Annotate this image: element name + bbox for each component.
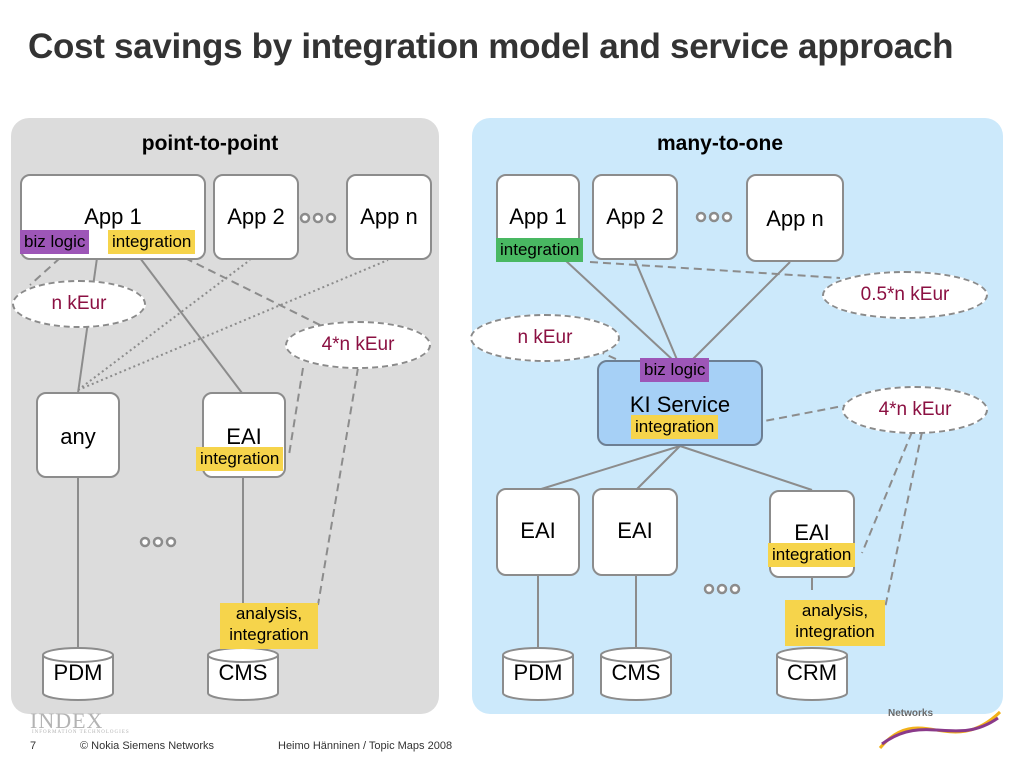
cms-db-right-icon <box>600 655 672 701</box>
dashed-bizlogic-cost <box>29 257 61 286</box>
ki-service-label: KI Service <box>629 392 731 417</box>
left-analysis-line2: integration <box>229 625 309 644</box>
dot-icon <box>165 536 177 548</box>
crm-db-right-top <box>776 647 848 663</box>
cms-db-right-top <box>600 647 672 663</box>
line-ki-eai1 <box>537 445 681 491</box>
line-ki-eai3 <box>679 445 813 491</box>
line-ki-eai2 <box>635 445 681 491</box>
right-analysis-line2: integration <box>795 622 875 641</box>
left-pdm-label: PDM <box>53 660 103 685</box>
right-analysis-tag: analysis, integration <box>785 600 885 646</box>
right-cost-n-ellipse: n kEur <box>470 314 620 362</box>
index-logo: INDEX <box>30 708 104 733</box>
right-eai3-label: EAI <box>794 520 830 545</box>
right-eai1-box: EAI <box>496 488 580 576</box>
left-eai-integration-tag: integration <box>196 447 284 471</box>
dot-icon <box>152 536 164 548</box>
dot-icon <box>139 536 151 548</box>
dashed-rcost-eai3 <box>861 431 913 554</box>
right-app2-box: App 2 <box>592 174 678 260</box>
pdm-db-left-icon <box>42 655 114 701</box>
left-eai-label: EAI <box>226 424 262 449</box>
right-eai3-integration-tag: integration <box>768 543 856 567</box>
ki-biz-logic-tag: biz logic <box>640 358 710 382</box>
left-app2-box: App 2 <box>213 174 299 260</box>
right-appn-box: App n <box>746 174 844 262</box>
pdm-db-right-top <box>502 647 574 663</box>
pdm-db-right-icon <box>502 655 574 701</box>
right-app1-label: App 1 <box>509 204 567 229</box>
dashed-rcost-analysis <box>884 431 923 609</box>
page-number: 7 <box>30 740 37 752</box>
left-integration-tag: integration <box>108 230 196 254</box>
copyright: © Nokia Siemens Networks <box>80 740 215 752</box>
line-app1-eai <box>139 257 243 394</box>
dashed-rcost-ki <box>584 344 641 371</box>
left-biz-logic-tag: biz logic <box>20 230 90 254</box>
networks-logo: Networks <box>888 708 934 719</box>
author: Heimo Hänninen / Topic Maps 2008 <box>278 740 453 752</box>
right-eai2-box: EAI <box>592 488 678 576</box>
left-panel-heading: point-to-point <box>141 132 279 155</box>
left-cost-n-ellipse: n kEur <box>12 280 146 328</box>
left-cost-4n-ellipse: 4*n kEur <box>285 321 431 369</box>
index-logo-subtitle: INFORMATION TECHNOLOGIES <box>32 730 130 735</box>
dashed-rintegration-cost <box>589 261 841 279</box>
dot-icon <box>312 212 324 224</box>
right-cost-05n-ellipse: 0.5*n kEur <box>822 271 988 319</box>
dot-icon <box>729 583 741 595</box>
dashed-cost-eai <box>288 367 304 456</box>
right-cost-4n-ellipse: 4*n kEur <box>842 386 988 434</box>
dotted-appn-any <box>77 259 389 391</box>
left-any-label: any <box>60 424 96 449</box>
left-app1-label: App 1 <box>84 204 142 229</box>
right-eai1-label: EAI <box>520 518 556 543</box>
dotted-app2-any <box>77 259 251 391</box>
dot-icon <box>299 212 311 224</box>
left-any-box: any <box>36 392 120 478</box>
right-appn-label: App n <box>766 206 824 231</box>
left-appn-box: App n <box>346 174 432 260</box>
dot-icon <box>716 583 728 595</box>
line-rapp2-ki <box>634 259 679 363</box>
right-panel-heading: many-to-one <box>657 132 783 155</box>
crm-db-right-icon <box>776 655 848 701</box>
left-app2-label: App 2 <box>227 204 285 229</box>
dashed-integration-cost <box>184 257 321 326</box>
left-analysis-line1: analysis, <box>235 604 303 623</box>
right-eai2-label: EAI <box>617 518 653 543</box>
dot-icon <box>708 211 720 223</box>
page-title: Cost savings by integration model and se… <box>28 27 954 66</box>
line-rappn-ki <box>689 261 791 363</box>
dot-icon <box>325 212 337 224</box>
left-cms-label: CMS <box>218 660 268 685</box>
line-rapp1-ki <box>564 259 676 363</box>
dashed-cost-analysis <box>317 367 359 606</box>
ki-integration-tag: integration <box>631 415 719 439</box>
dot-icon <box>703 583 715 595</box>
right-app2-label: App 2 <box>606 204 664 229</box>
dot-icon <box>721 211 733 223</box>
left-appn-label: App n <box>360 204 418 229</box>
left-analysis-tag: analysis, integration <box>220 603 318 649</box>
cms-db-left-icon <box>207 655 279 701</box>
right-crm-label: CRM <box>786 660 838 685</box>
right-cms-label: CMS <box>611 660 661 685</box>
dot-icon <box>695 211 707 223</box>
right-analysis-line1: analysis, <box>801 601 869 620</box>
right-integration-tag: integration <box>496 238 584 262</box>
pdm-db-left-top <box>42 647 114 663</box>
right-pdm-label: PDM <box>513 660 563 685</box>
